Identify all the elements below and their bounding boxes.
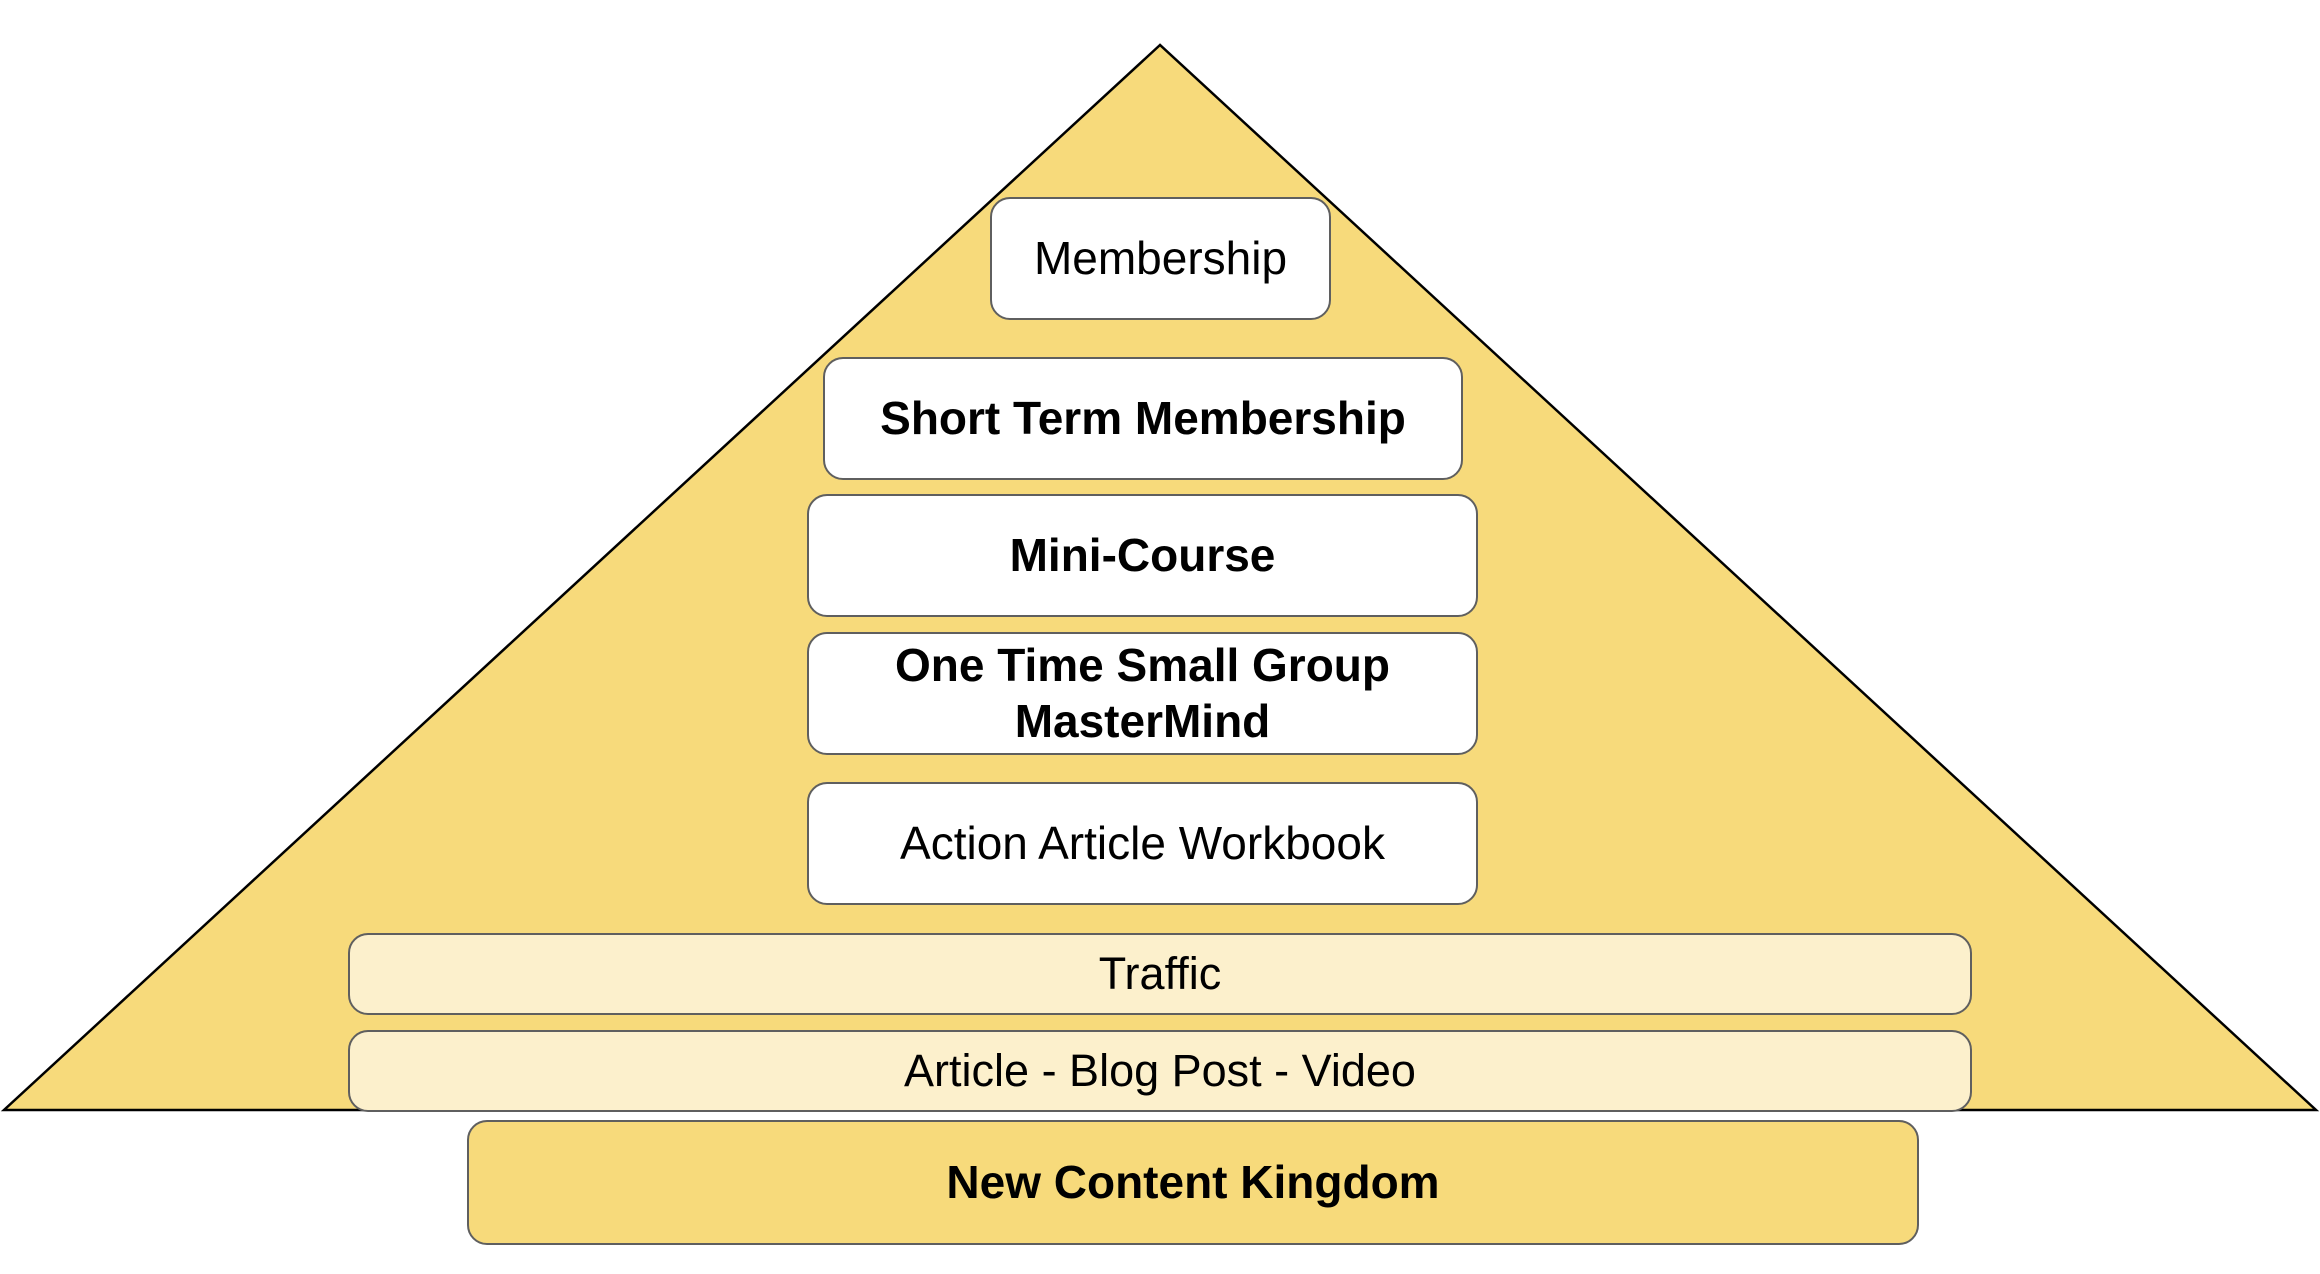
new-content-kingdom-base: New Content Kingdom (467, 1120, 1919, 1245)
mini-course-label: Mini-Course (1009, 528, 1276, 581)
action-article-workbook-tier: Action Article Workbook (807, 782, 1478, 905)
mastermind-label: One Time Small Group MasterMind (895, 638, 1390, 748)
membership-label: Membership (1033, 231, 1288, 284)
mastermind-label-line1: One Time Small Group (894, 639, 1391, 692)
traffic-tier: Traffic (348, 933, 1972, 1015)
article-blog-video-tier: Article - Blog Post - Video (348, 1030, 1972, 1112)
article-label: Article - Blog Post - Video (904, 1045, 1416, 1096)
workbook-label: Action Article Workbook (900, 816, 1385, 869)
traffic-label: Traffic (1098, 948, 1222, 999)
membership-tier: Membership (990, 197, 1331, 320)
kingdom-label: New Content Kingdom (946, 1155, 1440, 1208)
mastermind-label-line2: MasterMind (1014, 694, 1271, 747)
short-term-membership-tier: Short Term Membership (823, 357, 1463, 480)
short-term-membership-label: Short Term Membership (880, 391, 1406, 444)
mastermind-tier: One Time Small Group MasterMind (807, 632, 1478, 755)
mini-course-tier: Mini-Course (807, 494, 1478, 617)
